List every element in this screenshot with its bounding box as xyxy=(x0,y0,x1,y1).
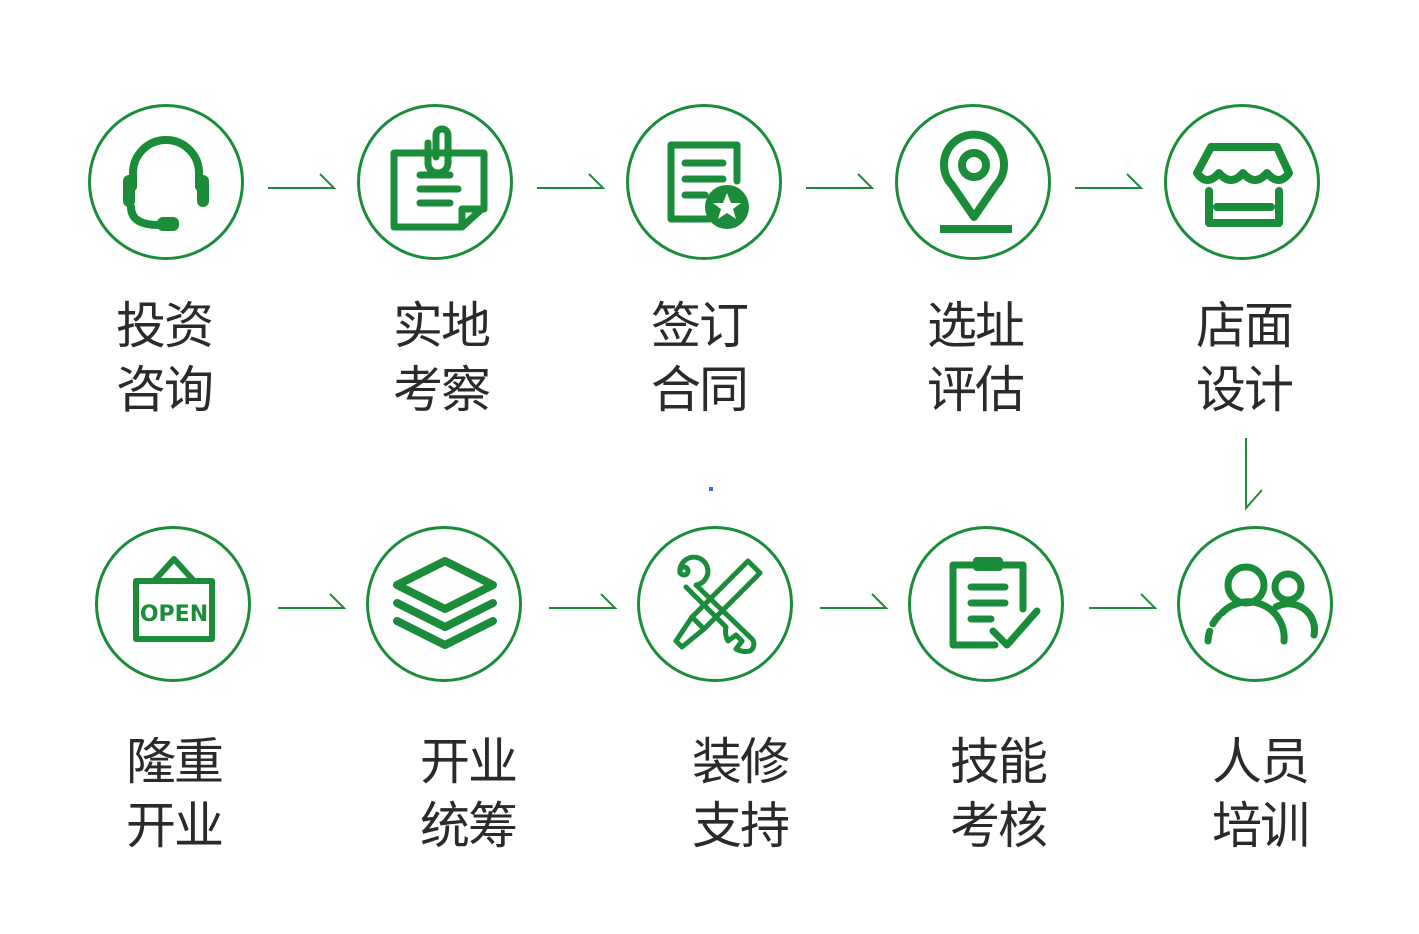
step-label-line: 技能 xyxy=(950,733,1048,791)
step-label-line: 咨询 xyxy=(116,361,214,419)
step-label-4: 选址 评估 xyxy=(927,294,1025,422)
arrow-right-4 xyxy=(1075,173,1144,189)
step-label-10: 隆重 开业 xyxy=(126,730,224,858)
step-circle-5 xyxy=(1164,104,1320,260)
headset-icon xyxy=(123,136,209,231)
arrow-right-5 xyxy=(278,593,347,609)
arrow-down xyxy=(1245,438,1263,511)
layers-icon xyxy=(393,557,497,649)
notepad-clip-icon xyxy=(390,125,488,231)
step-label-line: 人员 xyxy=(1212,733,1310,791)
step-label-line: 开业 xyxy=(126,797,224,855)
step-label-line: 选址 xyxy=(927,297,1025,355)
step-label-line: 培训 xyxy=(1212,797,1310,855)
step-label-3: 签订 合同 xyxy=(651,294,749,422)
step-label-line: 支持 xyxy=(692,797,790,855)
step-label-line: 设计 xyxy=(1196,361,1294,419)
step-label-6: 人员 培训 xyxy=(1212,730,1310,858)
step-label-line: 考核 xyxy=(950,797,1048,855)
contract-star-icon xyxy=(667,141,749,229)
step-label-line: 店面 xyxy=(1196,297,1294,355)
people-icon xyxy=(1204,563,1319,645)
open-sign-icon: OPEN xyxy=(133,556,215,642)
step-circle-8 xyxy=(637,526,793,682)
step-circle-6 xyxy=(1177,526,1333,682)
tools-icon xyxy=(673,554,763,654)
step-circle-2 xyxy=(357,104,513,260)
step-label-8: 装修 支持 xyxy=(692,730,790,858)
arrow-right-1 xyxy=(268,173,337,189)
stray-dot xyxy=(709,487,713,491)
step-label-line: 实地 xyxy=(393,297,491,355)
step-label-line: 装修 xyxy=(692,733,790,791)
step-label-line: 统筹 xyxy=(420,797,518,855)
arrow-right-7 xyxy=(820,593,889,609)
step-circle-7 xyxy=(908,526,1064,682)
arrow-right-3 xyxy=(806,173,875,189)
step-circle-1 xyxy=(88,104,244,260)
clipboard-check-icon xyxy=(949,557,1041,649)
storefront-icon xyxy=(1193,143,1293,227)
step-label-7: 技能 考核 xyxy=(950,730,1048,858)
step-label-2: 实地 考察 xyxy=(393,294,491,422)
step-circle-9 xyxy=(366,526,522,682)
step-label-9: 开业 统筹 xyxy=(420,730,518,858)
location-pin-icon xyxy=(940,130,1012,233)
step-label-line: 隆重 xyxy=(126,733,224,791)
step-label-1: 投资 咨询 xyxy=(116,294,214,422)
step-label-line: 考察 xyxy=(393,361,491,419)
open-sign-text: OPEN xyxy=(140,602,208,627)
arrow-right-6 xyxy=(549,593,618,609)
step-circle-4 xyxy=(895,104,1051,260)
step-circle-3 xyxy=(626,104,782,260)
step-circle-10: OPEN xyxy=(95,526,251,682)
arrow-right-8 xyxy=(1089,593,1158,609)
step-label-line: 签订 xyxy=(651,297,749,355)
arrow-right-2 xyxy=(537,173,606,189)
step-label-line: 投资 xyxy=(116,297,214,355)
step-label-line: 开业 xyxy=(420,733,518,791)
step-label-line: 评估 xyxy=(927,361,1025,419)
step-label-line: 合同 xyxy=(651,361,749,419)
step-label-5: 店面 设计 xyxy=(1196,294,1294,422)
